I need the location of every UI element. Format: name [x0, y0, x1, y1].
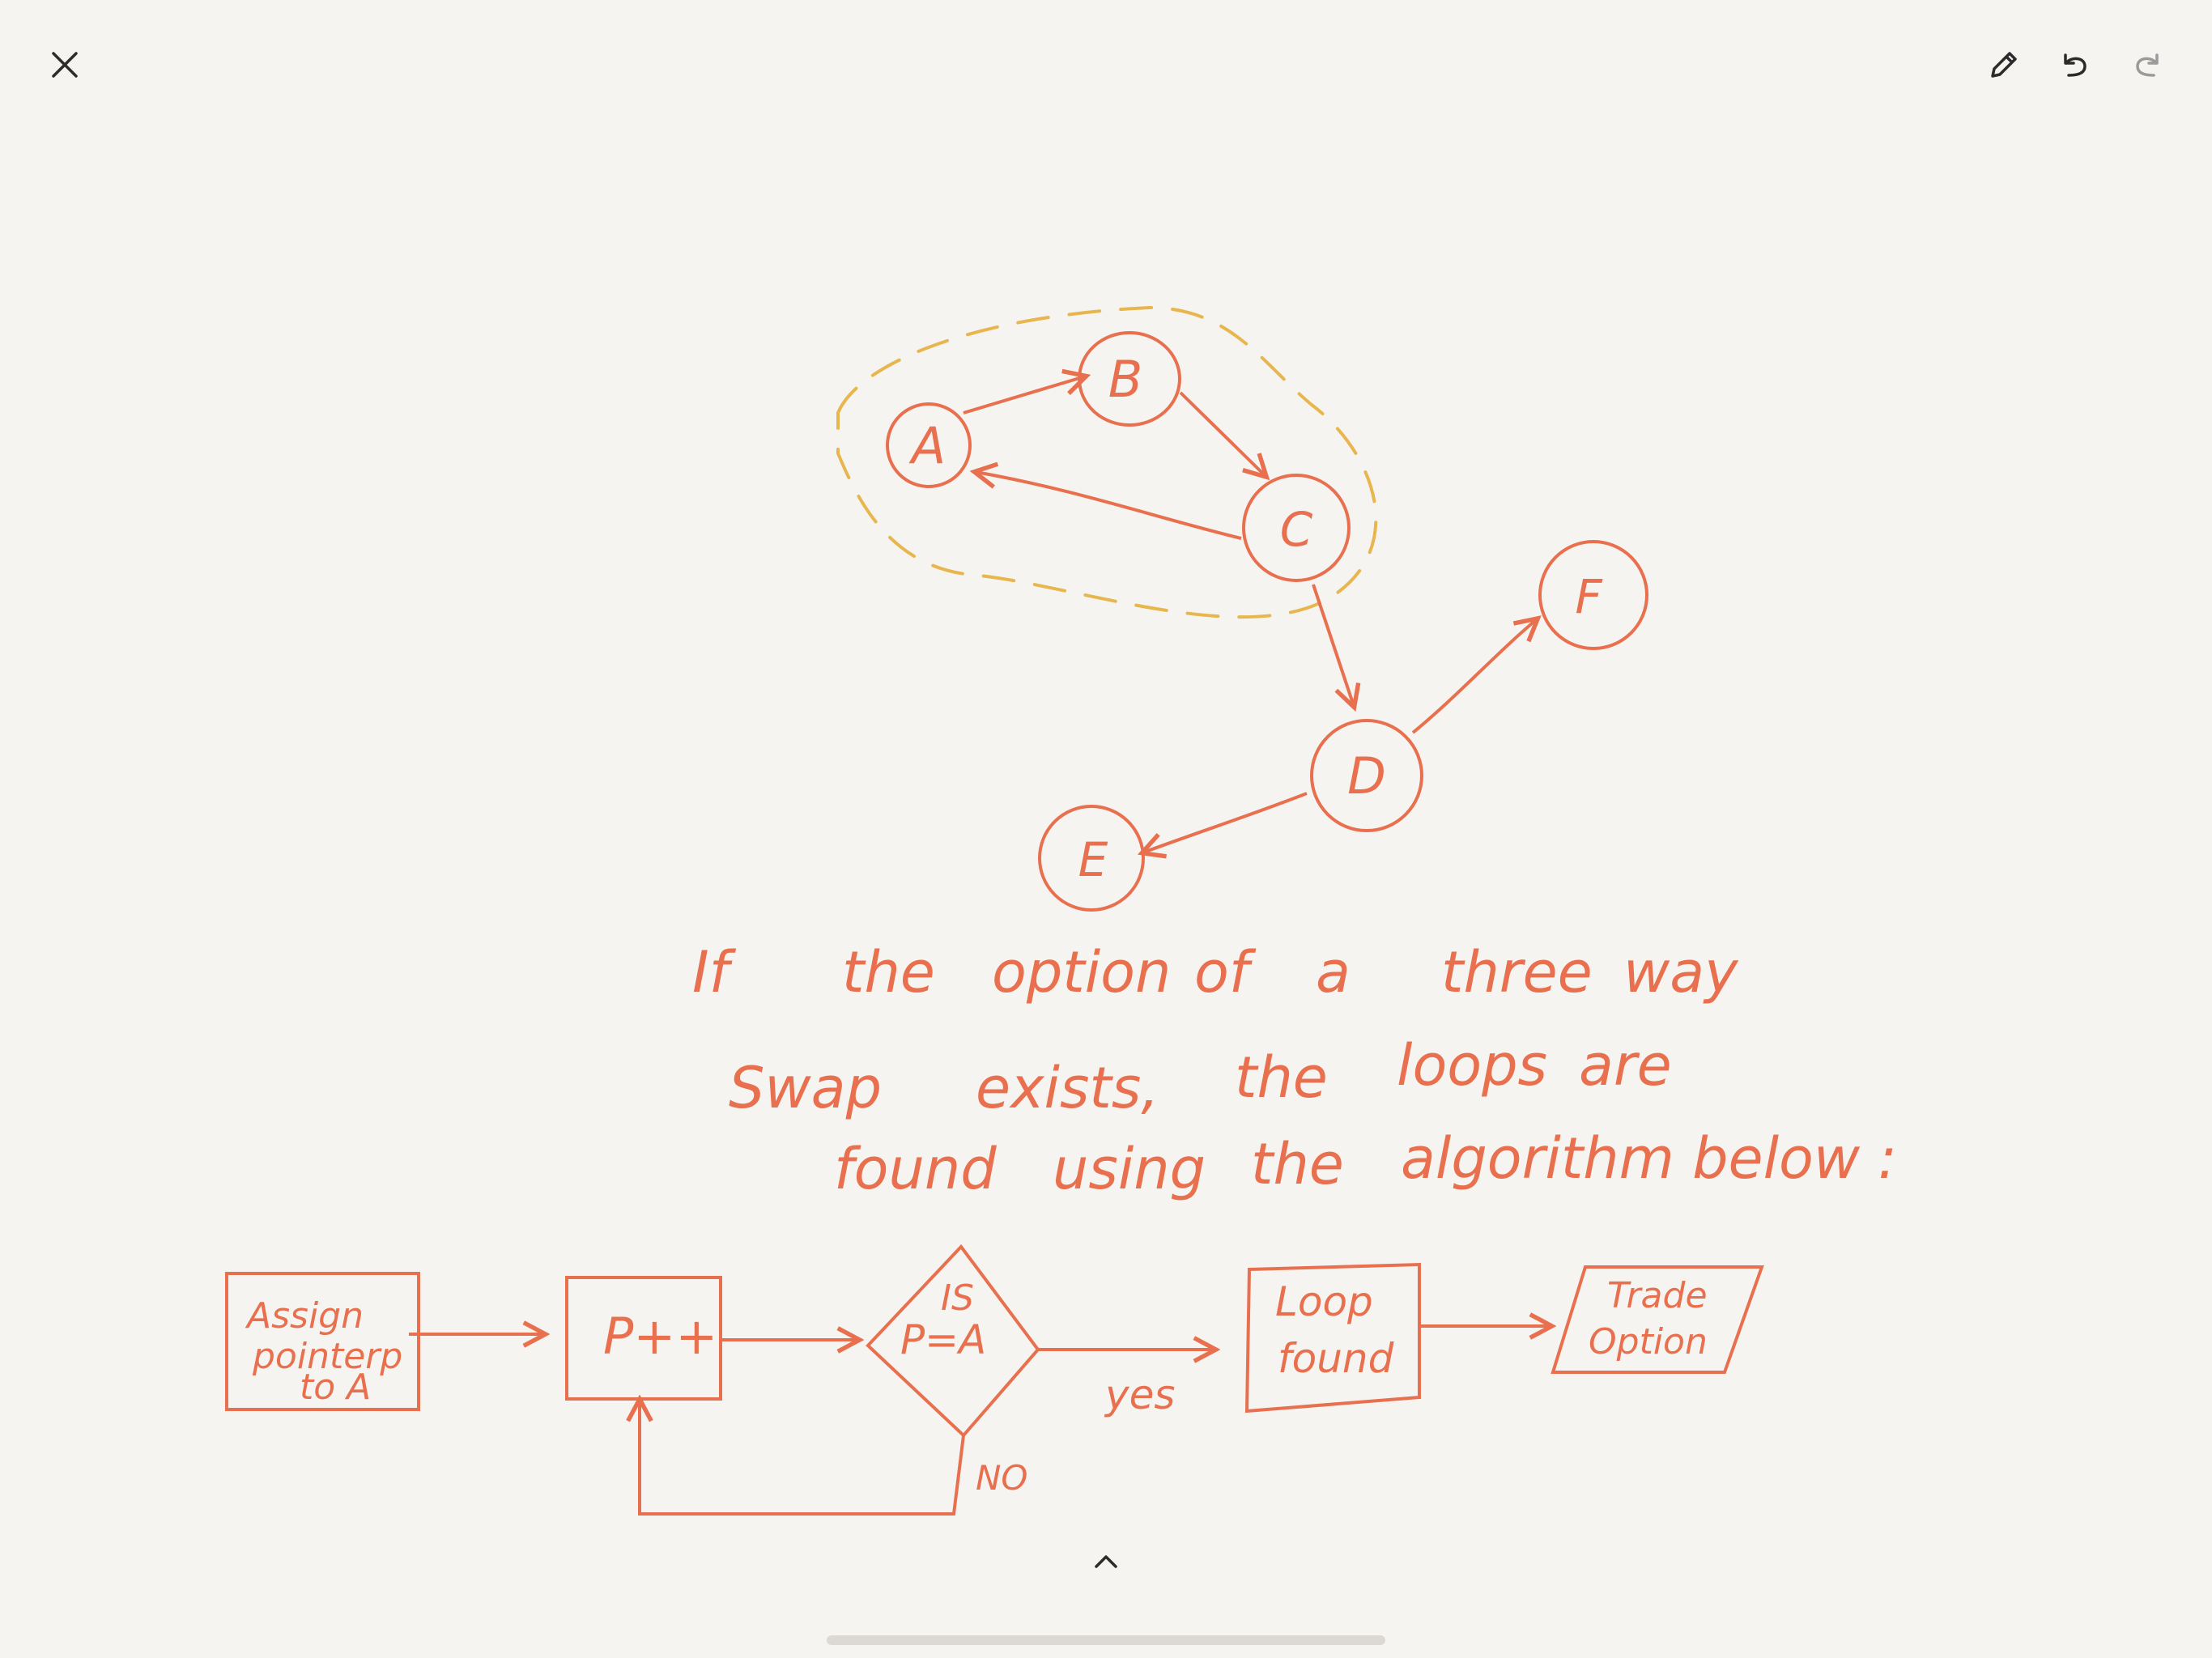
- trade-option-box: [1551, 1265, 1764, 1374]
- graph-node-d: D: [1310, 719, 1423, 832]
- edge-d-e: [1143, 792, 1308, 852]
- note-word: of: [1194, 939, 1257, 1005]
- note-word: exists,: [976, 1055, 1159, 1121]
- decision-label: P=A: [900, 1316, 986, 1363]
- undo-button[interactable]: [2039, 28, 2112, 101]
- close-button[interactable]: [28, 28, 101, 101]
- flowchart: Assign pointerp to A P++ IS P=A yes NO L…: [225, 1244, 1764, 1516]
- note-word: the: [1251, 1131, 1344, 1197]
- note-word: using: [1053, 1136, 1206, 1202]
- node-label: A: [908, 416, 946, 475]
- loop-highlight-dashed: [836, 305, 1378, 619]
- note-word: loops: [1397, 1032, 1547, 1099]
- note-word: If: [692, 939, 737, 1005]
- edge-c-a: [976, 472, 1242, 540]
- assign-box: [225, 1272, 420, 1411]
- note-word: the: [842, 939, 935, 1005]
- decision-label: IS: [941, 1278, 974, 1319]
- assign-label: to A: [300, 1367, 371, 1408]
- edge-c-d: [1312, 584, 1354, 706]
- expand-tools-button[interactable]: [1069, 1524, 1143, 1598]
- edge-b-c: [1179, 391, 1266, 476]
- node-label: E: [1078, 832, 1108, 887]
- note-word: found: [834, 1136, 997, 1202]
- graph-node-a: A: [886, 402, 972, 488]
- undo-icon: [2064, 53, 2087, 77]
- loop-found-box: [1244, 1262, 1421, 1414]
- yes-label: yes: [1104, 1371, 1175, 1418]
- trade-option-label: Option: [1589, 1321, 1708, 1363]
- graph-node-f: F: [1538, 540, 1648, 650]
- note-word: a: [1316, 939, 1351, 1005]
- note-word: option: [992, 939, 1171, 1005]
- edge-a-b: [963, 376, 1085, 414]
- handwritten-note: If the option of a three way Swap exists…: [692, 939, 1897, 1202]
- node-label: B: [1108, 350, 1143, 409]
- pen-tool-button[interactable]: [1967, 28, 2040, 101]
- increment-label: P++: [603, 1307, 717, 1366]
- note-word: are: [1579, 1032, 1672, 1099]
- loop-found-label: Loop: [1275, 1278, 1373, 1325]
- node-label: C: [1280, 502, 1313, 557]
- no-label: NO: [976, 1458, 1027, 1498]
- assign-label: pointerp: [252, 1336, 402, 1377]
- graph-node-c: C: [1242, 474, 1351, 582]
- node-label: F: [1575, 569, 1603, 624]
- note-word: way: [1623, 939, 1739, 1005]
- note-word: algorithm below :: [1401, 1125, 1897, 1192]
- redo-button[interactable]: [2111, 28, 2184, 101]
- assign-label: Assign: [245, 1295, 364, 1337]
- note-word: the: [1235, 1044, 1328, 1111]
- node-label: D: [1347, 746, 1386, 806]
- loop-found-label: found: [1278, 1335, 1394, 1382]
- trade-option-label: Trade: [1607, 1275, 1708, 1316]
- note-word: Swap: [729, 1055, 882, 1121]
- note-word: three: [1441, 939, 1593, 1005]
- edge-d-f: [1411, 619, 1537, 734]
- chevron-up-icon: [1095, 1555, 1117, 1568]
- graph-node-b: B: [1078, 331, 1181, 427]
- close-icon: [52, 52, 78, 78]
- home-indicator[interactable]: [827, 1635, 1385, 1645]
- pencil-icon: [1991, 52, 2017, 78]
- arrow-no-to-increment: [640, 1401, 965, 1516]
- redo-icon: [2136, 53, 2159, 77]
- graph-node-e: E: [1038, 805, 1145, 912]
